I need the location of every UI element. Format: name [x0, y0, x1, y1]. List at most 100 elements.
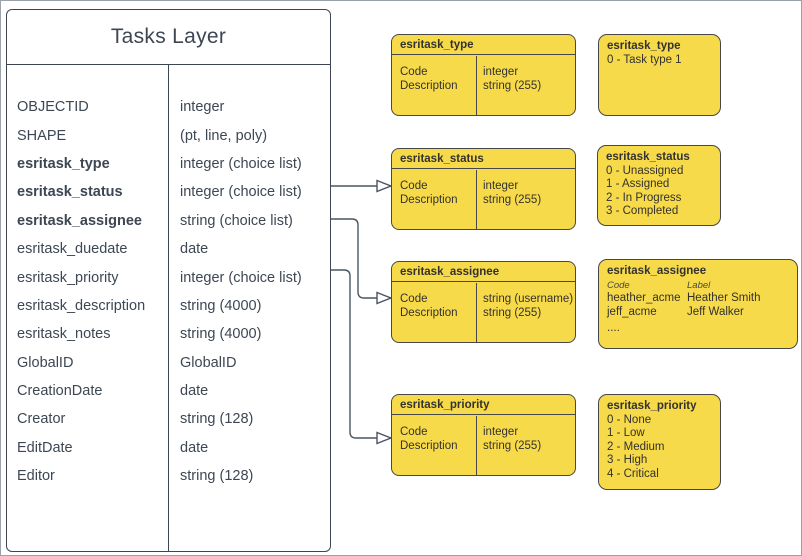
domain-value: 1 - Assigned [606, 178, 670, 190]
schema-field: Description [400, 306, 458, 319]
tasks-layer-table: Tasks Layer OBJECTID integer SHAPE (pt, li… [6, 9, 331, 552]
domain-value: 1 - Low [607, 427, 645, 439]
domain-value: 3 - Completed [606, 205, 679, 217]
values-box-title: esritask_type [607, 40, 681, 52]
connector-esritask-assignee [331, 218, 377, 299]
field-type: string (choice list) [180, 212, 293, 229]
schema-box-title: esritask_type [392, 35, 575, 55]
domain-code: jeff_acme [607, 305, 657, 318]
field-row: esritask_notes string (4000) [7, 320, 330, 348]
value-col-header: Label [687, 279, 711, 291]
field-name: esritask_notes [17, 326, 111, 343]
field-type: GlobalID [180, 354, 237, 371]
connector-esritask-priority [331, 269, 377, 439]
field-name: esritask_priority [17, 269, 119, 286]
field-name: EditDate [17, 439, 73, 456]
tasks-layer-title: Tasks Layer [7, 10, 330, 65]
field-row: Creator string (128) [7, 405, 330, 433]
schema-field-type: string (255) [483, 79, 542, 92]
field-row: CreationDate date [7, 377, 330, 405]
values-box-title: esritask_priority [607, 400, 697, 412]
schema-field: Code [400, 180, 428, 192]
field-name: OBJECTID [17, 99, 89, 116]
field-row: esritask_type integer (choice list) [7, 150, 330, 178]
domain-value: 3 - High [607, 454, 648, 466]
field-row: GlobalID GlobalID [7, 349, 330, 377]
field-type: string (4000) [180, 297, 262, 314]
schema-box-title: esritask_status [392, 149, 575, 169]
values-box-title: esritask_status [606, 151, 690, 163]
field-name: esritask_status [17, 184, 123, 201]
field-name: GlobalID [17, 354, 74, 371]
arrowhead-priority-icon [376, 431, 393, 445]
field-type: integer (choice list) [180, 155, 302, 172]
tasks-layer-field-list: OBJECTID integer SHAPE (pt, line, poly) es… [7, 64, 330, 551]
field-name: esritask_type [17, 155, 110, 172]
schema-field-type: integer [483, 66, 519, 78]
domain-code: heather_acme [607, 292, 681, 304]
field-name: CreationDate [17, 383, 103, 400]
schema-field-type: string (255) [483, 193, 542, 206]
domain-value: 2 - Medium [607, 440, 665, 453]
schema-field: Code [400, 426, 428, 438]
field-row: EditDate date [7, 434, 330, 462]
values-box-esritask-assignee: esritask_assignee Code Label heather_acm… [598, 259, 798, 349]
domain-value: 0 - Task type 1 [607, 53, 682, 66]
schema-box-title: esritask_assignee [392, 262, 575, 282]
field-type: integer [180, 99, 225, 116]
field-row: OBJECTID integer [7, 93, 330, 121]
values-box-esritask-status: esritask_status 0 - Unassigned 1 - Assig… [597, 145, 721, 226]
values-box-esritask-priority: esritask_priority 0 - None 1 - Low 2 - M… [598, 394, 721, 490]
field-row: Editor string (128) [7, 462, 330, 490]
field-type: integer (choice list) [180, 184, 302, 201]
arrowhead-assignee-icon [376, 291, 393, 305]
field-row: SHAPE (pt, line, poly) [7, 121, 330, 149]
field-name: esritask_assignee [17, 212, 142, 229]
field-type: string (4000) [180, 326, 262, 343]
schema-field: Description [400, 79, 458, 92]
field-row: esritask_priority integer (choice list) [7, 263, 330, 291]
schema-field: Description [400, 193, 458, 206]
schema-field-type: integer [483, 180, 519, 192]
schema-field-type: string (username) [483, 293, 574, 305]
arrowhead-status-icon [376, 179, 393, 193]
column-divider [168, 64, 169, 551]
domain-value: 0 - Unassigned [606, 164, 684, 177]
field-type: date [180, 383, 209, 400]
domain-label: Jeff Walker [687, 305, 744, 318]
field-type: date [180, 439, 209, 456]
schema-field: Description [400, 439, 458, 452]
values-box-title: esritask_assignee [607, 265, 707, 277]
field-type: integer (choice list) [180, 269, 302, 286]
field-row: esritask_status integer (choice list) [7, 178, 330, 206]
domain-label: Heather Smith [687, 292, 761, 304]
field-type: string (128) [180, 468, 254, 485]
schema-field-type: integer [483, 426, 519, 438]
domain-value: 4 - Critical [607, 467, 659, 480]
schema-box-title: esritask_priority [392, 395, 575, 415]
field-type: (pt, line, poly) [180, 127, 268, 144]
field-name: esritask_description [17, 297, 146, 314]
field-row: esritask_assignee string (choice list) [7, 207, 330, 235]
field-name: Creator [17, 411, 66, 428]
schema-field: Code [400, 66, 428, 78]
field-row: esritask_duedate date [7, 235, 330, 263]
schema-field-type: string (255) [483, 306, 542, 319]
field-type: string (128) [180, 411, 254, 428]
field-name: SHAPE [17, 127, 67, 144]
schema-field: Code [400, 293, 428, 305]
schema-field-type: string (255) [483, 439, 542, 452]
domain-value: 2 - In Progress [606, 191, 682, 204]
values-box-esritask-type: esritask_type 0 - Task type 1 [598, 34, 721, 116]
domain-more-ellipsis: .... [607, 322, 620, 334]
field-type: date [180, 241, 209, 258]
field-name: esritask_duedate [17, 241, 128, 258]
field-name: Editor [17, 468, 55, 485]
value-col-header: Code [607, 279, 630, 291]
field-row: esritask_description string (4000) [7, 292, 330, 320]
